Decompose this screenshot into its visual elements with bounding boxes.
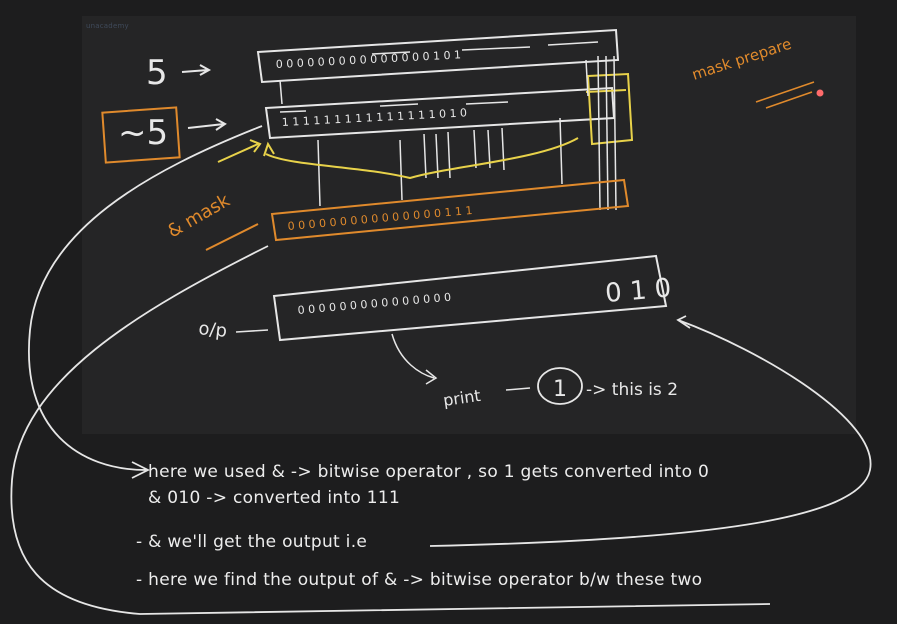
label-print: print [442,386,482,410]
label-this-is-2: -> this is 2 [586,380,678,400]
label-mask-prepare: mask prepare [690,35,794,84]
row-output-box [272,254,668,342]
pointer-dot [816,89,824,97]
label-five: 5 [146,53,168,93]
row-five-underlines [371,41,599,55]
connector-lines [279,55,617,211]
arrow-output [235,329,269,333]
brace-tip [263,141,275,157]
row-five-bits: 0 0 0 0 0 0 0 0 0 0 0 0 0 0 0 1 0 1 [275,48,461,71]
label-output: o/p [197,318,228,342]
bits-brace [265,137,579,180]
note-line-1: here we used & -> bitwise operator , so … [148,462,710,482]
row-five-box [256,28,620,84]
arrow-loop-bottom [10,245,771,615]
arrow-print [505,387,531,391]
row-not-overlines [279,101,509,113]
row-output-tail: 0 1 0 [604,273,673,309]
row-output-bits: 0 0 0 0 0 0 0 0 0 0 0 0 0 0 0 [297,291,451,317]
arrow-to-output [429,319,872,547]
arrow-head-output [676,315,691,329]
row-not-box [264,86,616,140]
arrow-not-five [187,118,227,131]
row-mask-bits: 0 0 0 0 0 0 0 0 0 0 0 0 0 0 0 1 1 1 [287,204,473,233]
row-mask-box [270,178,630,242]
note-line-3: - & we'll get the output i.e [136,532,368,552]
not-five-box [101,106,181,164]
arrow-print-down [391,333,438,385]
mask-prepare-underline [755,81,815,109]
whiteboard-canvas [82,16,856,434]
arrow-five [181,64,212,76]
mask-prepare-highlight [586,72,634,146]
row-not-bits: 1 1 1 1 1 1 1 1 1 1 1 1 1 1 1 0 1 0 [281,106,467,129]
note-line-4: - here we find the output of & -> bitwis… [136,570,703,590]
label-not-five: ~5 [118,113,168,153]
label-one: 1 [553,377,567,402]
label-mask: & mask [164,190,234,243]
note-line-2: & 010 -> converted into 111 [148,488,401,508]
mask-underline [205,223,259,251]
arrow-to-note-1 [28,125,263,479]
arrow-yellow [217,139,262,163]
brand-logo: unacademy [86,22,129,30]
print-circle [537,367,583,405]
